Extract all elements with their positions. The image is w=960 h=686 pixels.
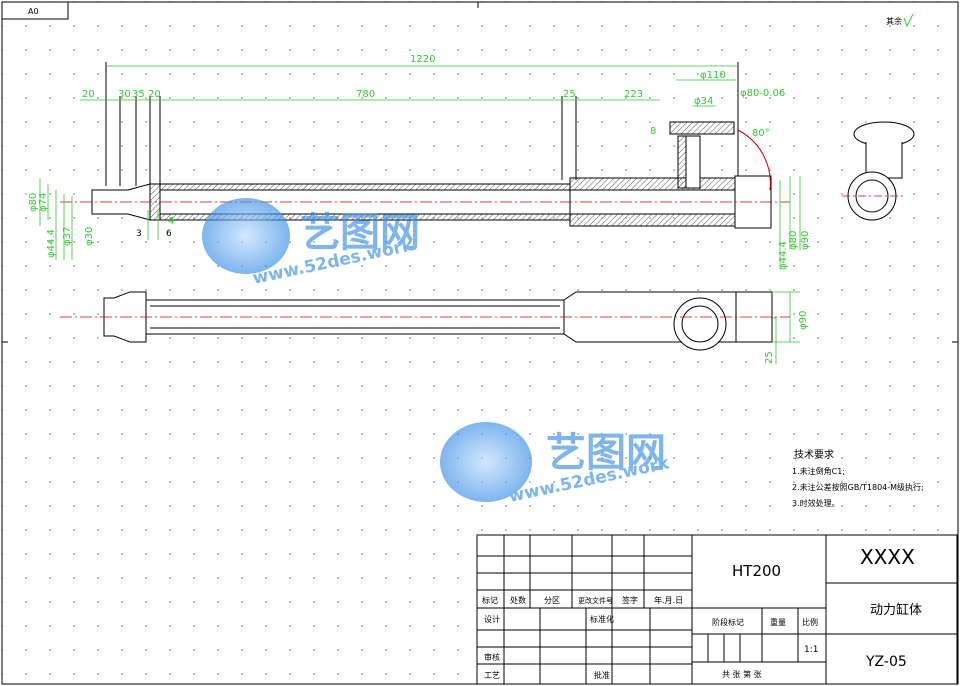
hdr-count: 处数 bbox=[510, 595, 526, 605]
tech-req-item-3: 3.时效处理。 bbox=[792, 498, 840, 508]
dim-25: 25 bbox=[563, 89, 576, 100]
title-block bbox=[476, 534, 958, 685]
bottom-dimension-lines bbox=[772, 291, 800, 364]
stage-mark-label: 阶段标记 bbox=[712, 617, 744, 627]
watermark-brand-bottom: 艺图网 bbox=[546, 430, 666, 476]
dim-phi34: φ34 bbox=[694, 96, 713, 107]
dim-phi80-left: φ80 bbox=[28, 193, 39, 212]
dim-20a: 20 bbox=[82, 89, 95, 100]
dim-4: 4 bbox=[168, 216, 174, 227]
dim-30: 30 bbox=[118, 89, 131, 100]
sheet-size-box bbox=[1, 1, 69, 20]
sheet-count-label: 共 张 第 张 bbox=[722, 669, 762, 679]
side-view bbox=[847, 121, 915, 221]
watermark-brand-top: 艺图网 bbox=[300, 210, 420, 256]
dim-phi110: φ110 bbox=[700, 70, 726, 81]
dim-3: 3 bbox=[136, 229, 142, 239]
dim-phi80-tol: φ80-0.06 bbox=[740, 88, 785, 99]
scale-label: 比例 bbox=[802, 617, 818, 627]
row-process: 工艺 bbox=[484, 671, 500, 680]
row-approve: 批准 bbox=[594, 670, 610, 680]
row-design: 设计 bbox=[484, 614, 500, 624]
roughness-icon bbox=[903, 13, 914, 28]
dim-phi44-left: φ44.4 bbox=[46, 229, 57, 258]
dim-phi90-right: φ90 bbox=[800, 231, 811, 250]
dim-8: 8 bbox=[650, 126, 656, 137]
dim-780: 780 bbox=[356, 89, 375, 100]
hdr-zone: 分区 bbox=[544, 596, 560, 605]
part-name: 动力缸体 bbox=[870, 602, 922, 618]
material-label: HT200 bbox=[732, 562, 781, 580]
dim-phi44-right: φ44.4 bbox=[778, 241, 789, 270]
dim-phi37: φ37 bbox=[62, 227, 73, 246]
dim-6: 6 bbox=[166, 229, 172, 239]
dimension-lines bbox=[39, 65, 801, 270]
dim-phi90-bottom: φ90 bbox=[798, 311, 809, 330]
code-placeholder: XXXX bbox=[860, 545, 915, 569]
hdr-date: 年.月.日 bbox=[654, 595, 683, 605]
row-standard: 标准化 bbox=[590, 614, 614, 624]
hdr-mark: 标记 bbox=[482, 595, 498, 605]
tech-requirements-title: 技术要求 bbox=[794, 448, 834, 461]
surface-finish-label: 其余 bbox=[886, 16, 902, 26]
dim-angle80: 80° bbox=[752, 128, 770, 139]
weight-label: 重量 bbox=[770, 617, 786, 627]
hdr-change-doc: 更改文件号 bbox=[578, 596, 613, 605]
tech-req-item-1: 1.未注倒角C1; bbox=[792, 466, 845, 476]
hdr-sign: 签字 bbox=[622, 595, 638, 605]
dim-223: 223 bbox=[624, 89, 643, 100]
dim-35: 35 bbox=[132, 89, 145, 100]
dim-overall: 1220 bbox=[410, 54, 435, 65]
dim-25-bottom: 25 bbox=[764, 351, 775, 364]
dim-phi74: φ74 bbox=[38, 193, 49, 212]
dim-phi80-right: φ80 bbox=[788, 231, 799, 250]
tech-req-item-2: 2.未注公差按照GB/T1804-M级执行; bbox=[792, 482, 924, 492]
sheet-size-label: A0 bbox=[28, 7, 39, 16]
dim-20b: 20 bbox=[148, 89, 161, 100]
dim-phi30: φ30 bbox=[84, 227, 95, 246]
globe-icon bbox=[202, 198, 290, 274]
scale-value: 1:1 bbox=[804, 645, 818, 655]
globe-icon bbox=[440, 422, 532, 502]
drawing-number: YZ-05 bbox=[865, 654, 907, 670]
row-review: 审核 bbox=[484, 652, 500, 662]
